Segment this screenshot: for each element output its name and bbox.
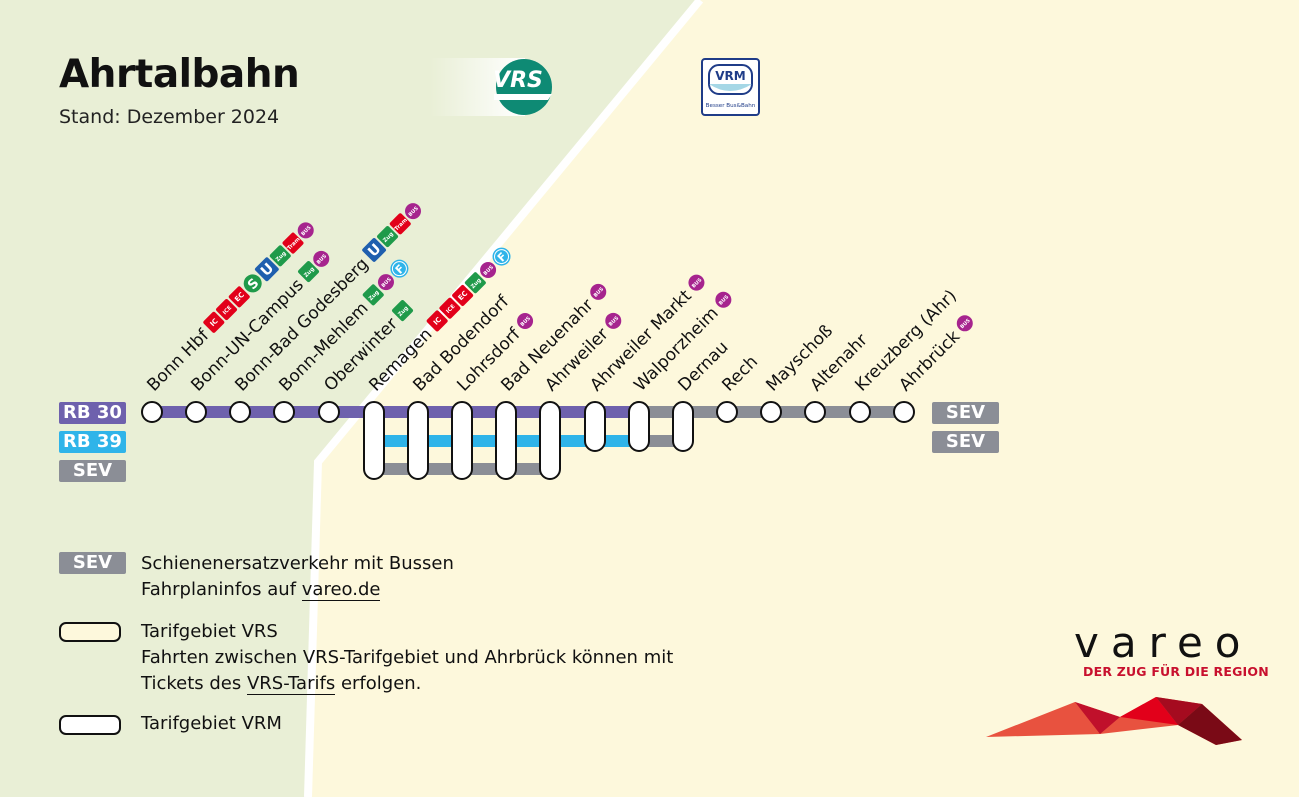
legend-sev-line2-prefix: Fahrplaninfos auf [141,579,302,600]
station-node [273,401,295,423]
legend-vrs-line3-prefix: Tickets des [141,673,247,694]
station-node [318,401,340,423]
legend-sev-line1: Schienenersatzverkehr mit Bussen [141,553,454,574]
station-labels: Bonn HbfICICEECSUZugTramBUSBonn-UN-Campu… [143,203,973,396]
station-icon-badge: IC [426,310,448,332]
vrs-tarif-link[interactable]: VRS-Tarifs [246,673,336,695]
legend-vrs-text: Tarifgebiet VRS Fahrten zwischen VRS-Tar… [141,619,673,697]
station-icon-badge: Zug [377,226,399,248]
station-icon-u: U [362,238,387,262]
station-icon-badge: Zug [269,245,291,267]
station-icon-circle: BUS [605,312,622,329]
line-badge-rb39: RB 39 [59,431,126,453]
legend-vrm-pill [59,715,121,735]
legend-vrs-line3-suffix: erfolgen. [335,673,422,694]
station-node [760,401,782,423]
sev-end-badge-rb30: SEV [932,402,999,424]
station-icon-circle: BUS [480,262,497,279]
vareo-link[interactable]: vareo.de [301,579,381,601]
station-node [229,401,251,423]
station-node [628,401,650,452]
station-node [539,401,561,480]
station-node [495,401,517,480]
line-badge-rb30: RB 30 [59,402,126,424]
line-badge-sev: SEV [59,460,126,482]
station-icon-badge: EC [452,284,474,306]
station-icon-circle: BUS [715,291,732,308]
vrs-logo: VRS [430,58,552,116]
station-icon-badge: ICE [216,299,238,321]
station-icon-circle: BUS [688,274,705,291]
legend-vrs-pill [59,622,121,642]
svg-text:ICE: ICE [445,303,456,314]
station-icon-badge: ICE [439,297,461,319]
page-subtitle: Stand: Dezember 2024 [59,106,280,128]
station-node [672,401,694,452]
legend-sev-line2: Fahrplaninfos auf vareo.de [141,577,454,603]
station-icon-circle: BUS [590,283,607,300]
station-icon-badge: Zug [362,284,384,306]
station-icon-circle: BUS [956,315,973,332]
station-icon-badge: Zug [392,300,414,322]
svg-text:IC: IC [432,316,443,327]
legend-sev-text: Schienenersatzverkehr mit Bussen Fahrpla… [141,551,454,603]
vrm-logo: VRM Besser Bus&Bahn [701,58,760,116]
vareo-slogan: DER ZUG FÜR DIE REGION [1083,664,1269,679]
station-node [141,401,163,423]
sev-end-badge-rb39: SEV [932,431,999,453]
station-icon-circle: BUS [377,274,394,291]
vrm-logo-text: VRM [715,69,745,83]
vareo-mountain-logo [986,697,1242,745]
station-icon-badge: Tram [389,213,411,235]
station-node [363,401,385,480]
station-nodes [141,401,915,480]
station-icon-badge: IC [203,311,225,333]
page-title: Ahrtalbahn [59,52,300,97]
station-node [716,401,738,423]
vareo-wordmark: vareo [1074,618,1253,667]
station-node [893,401,915,423]
station-node [407,401,429,480]
station-icon-ferry: F [492,247,511,266]
legend-vrs-title: Tarifgebiet VRS [141,621,278,642]
station-icon-circle: BUS [404,203,421,220]
station-icon-circle: BUS [313,250,330,267]
legend-vrs-line3: Tickets des VRS-Tarifs erfolgen. [141,671,673,697]
svg-text:IC: IC [209,317,220,328]
vrs-logo-text: VRS [493,68,543,93]
station-icon-badge: Zug [298,261,320,283]
vrm-logo-slogan: Besser Bus&Bahn [706,103,756,109]
station-icon-circle: BUS [517,313,534,330]
station-node [804,401,826,423]
station-node [849,401,871,423]
station-icon-badge: Zug [464,272,486,294]
station-node [185,401,207,423]
legend-vrm-title: Tarifgebiet VRM [141,713,282,734]
station-icon-s: S [243,274,262,293]
station-icon-u: U [254,257,279,282]
station-node [451,401,473,480]
legend-vrs-line2: Fahrten zwischen VRS-Tarifgebiet und Ahr… [141,647,674,668]
station-icon-circle: BUS [297,222,314,239]
station-icon-badge: Tram [282,232,304,254]
station-node [584,401,606,452]
line-tracks [152,406,904,475]
station-icon-ferry: F [390,259,409,278]
legend-sev-badge: SEV [59,552,126,574]
svg-text:ICE: ICE [222,305,233,316]
station-icon-badge: EC [228,286,250,308]
